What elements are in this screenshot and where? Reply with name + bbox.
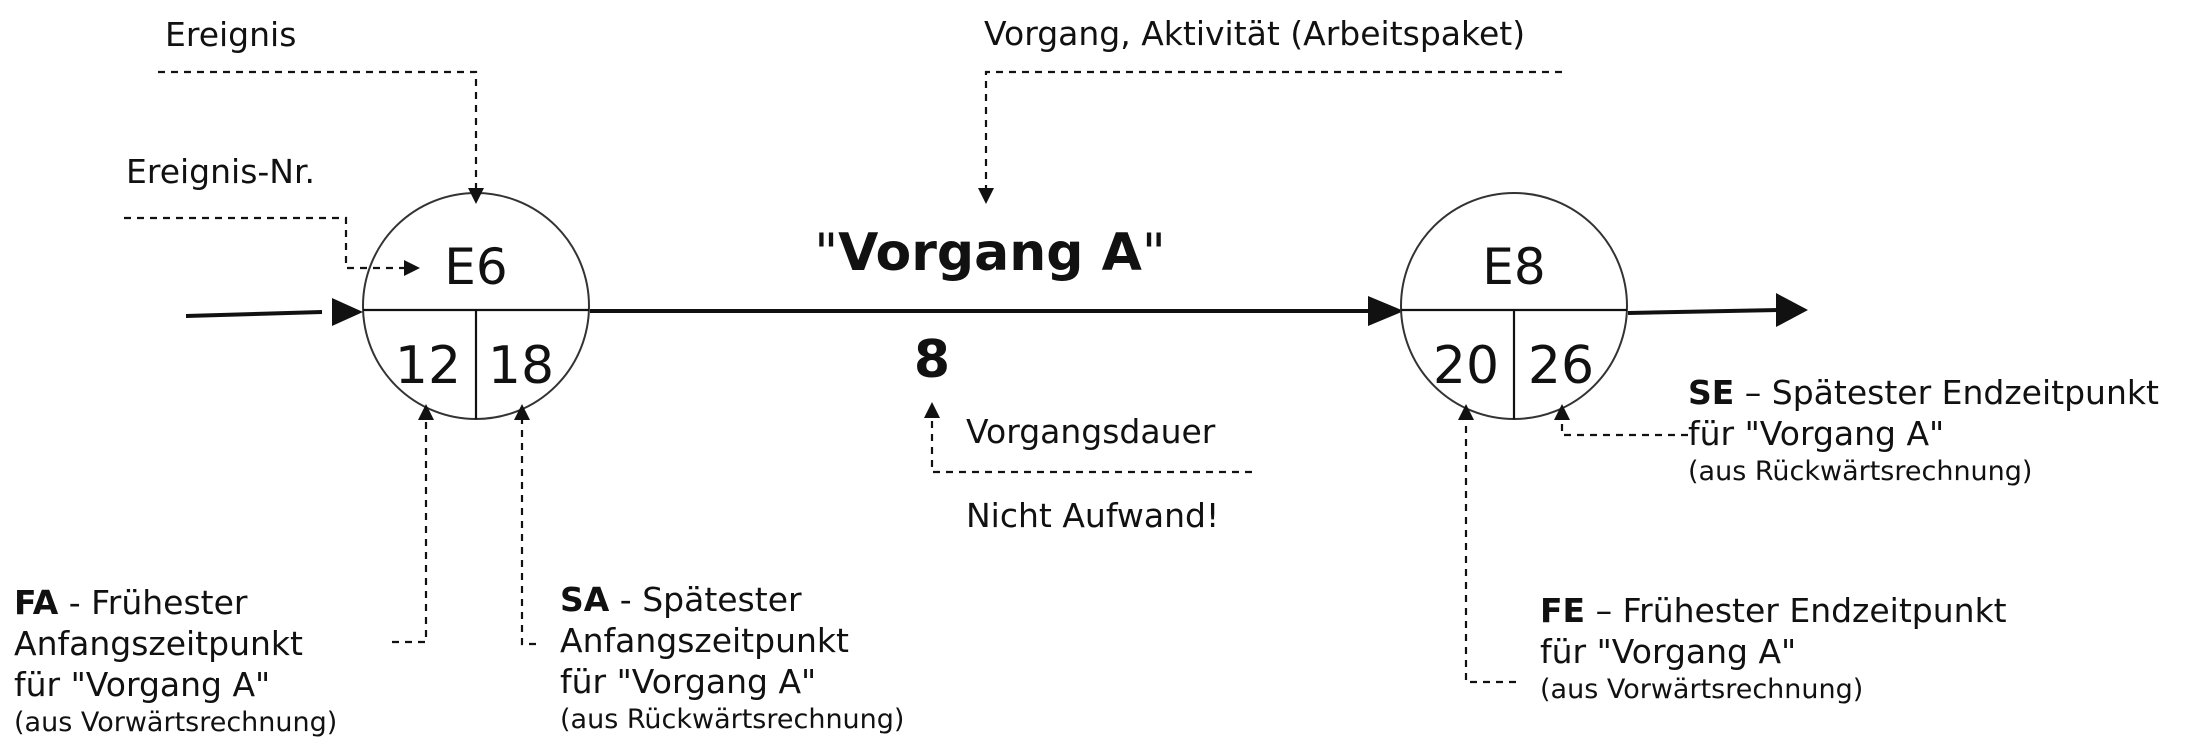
leader-lines: [124, 70, 1688, 684]
activity-name: Vorgang A: [838, 223, 1142, 283]
duration-leader: [930, 418, 1252, 474]
se-note: (aus Rückwärtsrechnung): [1688, 456, 2032, 487]
ereignis-nr-leader: [124, 216, 404, 270]
sa-leader: [520, 420, 536, 646]
event-node-e6: E6 12 18: [362, 192, 590, 420]
fa-note: (aus Vorwärtsrechnung): [14, 707, 337, 738]
vorgang-leader-arrowhead: [978, 188, 994, 204]
fe-annotation: FE – Frühester Endzeitpunkt für "Vorgang…: [1540, 591, 2007, 705]
ereignis-nr-leader-arrowhead: [404, 260, 420, 276]
quote-close: ": [1142, 223, 1166, 283]
se-annotation: SE – Spätester Endzeitpunkt für "Vorgang…: [1688, 373, 2159, 487]
outgoing-arrow: [1627, 308, 1781, 315]
fa-line3: für "Vorgang A": [14, 665, 270, 704]
activity-duration: 8: [914, 330, 950, 390]
event-id: E6: [444, 238, 507, 296]
event-id: E8: [1482, 238, 1545, 296]
fa-annotation: FA - Frühester Anfangszeitpunkt für "Vor…: [14, 583, 337, 738]
main-arrows: [185, 293, 1808, 327]
sa-line3: für "Vorgang A": [560, 662, 816, 701]
fa-line1: FA - Frühester: [14, 583, 248, 622]
fe-line1: FE – Frühester Endzeitpunkt: [1540, 591, 2007, 630]
vorgang-leader: [984, 70, 1562, 188]
activity-arrowhead: [1368, 296, 1404, 326]
fa-text: - Frühester: [58, 583, 248, 622]
fa-leader: [392, 420, 428, 644]
sa-leader-arrowhead: [514, 404, 530, 420]
se-text: – Spätester Endzeitpunkt: [1734, 373, 2159, 412]
sa-abbr: SA: [560, 580, 610, 619]
ereignis-nr-label: Ereignis-Nr.: [126, 152, 315, 191]
se-leader: [1560, 420, 1688, 437]
fa-line2: Anfangszeitpunkt: [14, 624, 303, 663]
event-latest-time: 18: [488, 336, 554, 396]
se-line1: SE – Spätester Endzeitpunkt: [1688, 373, 2159, 412]
activity-title: "Vorgang A": [814, 223, 1166, 283]
vorgang-label: Vorgang, Aktivität (Arbeitspaket): [984, 14, 1525, 53]
outgoing-arrowhead: [1776, 293, 1808, 327]
ereignis-leader: [158, 70, 478, 188]
sa-note: (aus Rückwärtsrechnung): [560, 704, 904, 735]
fe-text: – Frühester Endzeitpunkt: [1585, 591, 2007, 630]
fe-note: (aus Vorwärtsrechnung): [1540, 674, 1863, 705]
fe-leader: [1464, 420, 1516, 684]
sa-line2: Anfangszeitpunkt: [560, 621, 849, 660]
incoming-arrowhead-tip: [332, 298, 363, 326]
duration-label: Vorgangsdauer: [966, 412, 1216, 451]
se-abbr: SE: [1688, 373, 1734, 412]
duration-leader-arrowhead: [924, 402, 940, 418]
fa-abbr: FA: [14, 583, 59, 622]
fa-leader-arrowhead: [418, 404, 434, 420]
fe-line2: für "Vorgang A": [1540, 632, 1796, 671]
fe-abbr: FE: [1540, 591, 1585, 630]
event-earliest-time: 12: [395, 336, 461, 396]
event-node-e8: E8 20 26: [1400, 192, 1628, 420]
se-line2: für "Vorgang A": [1688, 414, 1944, 453]
sa-annotation: SA - Spätester Anfangszeitpunkt für "Vor…: [560, 580, 904, 735]
fe-leader-arrowhead: [1458, 404, 1474, 420]
quote-open: ": [814, 223, 838, 283]
incoming-arrow: [185, 310, 323, 318]
duration-note: Nicht Aufwand!: [966, 496, 1219, 535]
event-earliest-time: 20: [1433, 336, 1499, 396]
event-latest-time: 26: [1528, 336, 1594, 396]
se-leader-arrowhead: [1554, 404, 1570, 420]
sa-line1: SA - Spätester: [560, 580, 802, 619]
ereignis-label: Ereignis: [165, 15, 296, 54]
ereignis-leader-arrowhead: [468, 188, 484, 204]
sa-text: - Spätester: [609, 580, 802, 619]
